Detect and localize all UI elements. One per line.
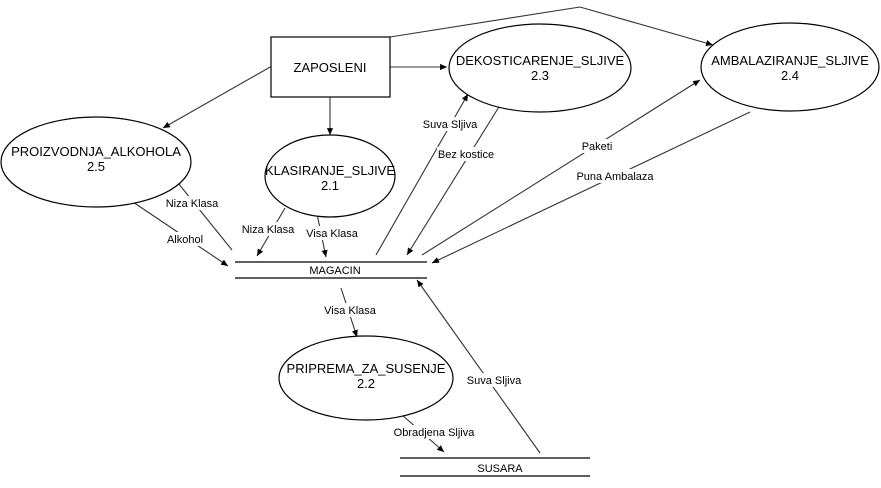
process-2-2: PRIPREMA_ZA_SUSENJE 2.2: [278, 335, 454, 421]
svg-text:Niza Klasa: Niza Klasa: [166, 198, 219, 210]
label-suva-sljiva-2-3: Suva Sljiva: [420, 117, 480, 131]
svg-text:Visa Klasa: Visa Klasa: [306, 228, 359, 240]
svg-text:Paketi: Paketi: [582, 141, 613, 153]
svg-text:Niza Klasa: Niza Klasa: [242, 224, 295, 236]
svg-text:Suva Sljiva: Suva Sljiva: [467, 375, 522, 387]
label-visa-klasa-2-1: Visa Klasa: [304, 226, 360, 240]
svg-text:DEKOSTICARENJE_SLJIVE: DEKOSTICARENJE_SLJIVE: [456, 53, 625, 68]
svg-text:ZAPOSLENI: ZAPOSLENI: [294, 60, 367, 75]
svg-text:Alkohol: Alkohol: [167, 234, 203, 246]
label-alkohol: Alkohol: [164, 232, 206, 246]
label-suva-sljiva-susara: Suva Sljiva: [464, 373, 524, 387]
svg-text:Obradjena Sljiva: Obradjena Sljiva: [394, 427, 476, 439]
svg-text:Visa Klasa: Visa Klasa: [324, 305, 377, 317]
flow-magacin-to-2-5: [173, 177, 233, 251]
svg-text:Suva Sljiva: Suva Sljiva: [423, 119, 478, 131]
store-magacin: MAGACIN: [235, 261, 427, 279]
label-paketi: Paketi: [580, 139, 614, 153]
label-niza-klasa-2-1: Niza Klasa: [240, 222, 297, 236]
flow-zaposleni-to-2-5: [162, 65, 273, 129]
flow-2-3-to-magacin: [406, 101, 503, 256]
flow-susara-to-magacin: [416, 279, 541, 454]
label-visa-klasa-2-2: Visa Klasa: [322, 303, 378, 317]
svg-text:MAGACIN: MAGACIN: [309, 265, 360, 277]
process-2-3: DEKOSTICARENJE_SLJIVE 2.3: [448, 23, 632, 113]
svg-text:SUSARA: SUSARA: [477, 463, 523, 475]
process-2-1: KLASIRANJE_SLJIVE 2.1: [264, 134, 396, 218]
label-puna-ambalaza: Puna Ambalaza: [575, 169, 656, 183]
svg-text:Puna Ambalaza: Puna Ambalaza: [576, 171, 654, 183]
svg-text:2.4: 2.4: [781, 68, 799, 83]
store-susara: SUSARA: [400, 457, 590, 477]
svg-text:2.2: 2.2: [357, 376, 375, 391]
process-2-4: AMBALAZIRANJE_SLJIVE 2.4: [700, 22, 880, 112]
entity-zaposleni: ZAPOSLENI: [270, 36, 391, 98]
flow-zaposleni-to-2-4: [389, 6, 714, 47]
label-niza-klasa-2-5: Niza Klasa: [163, 196, 221, 210]
flow-2-4-to-magacin: [431, 111, 751, 264]
svg-text:PROIZVODNJA_ALKOHOLA: PROIZVODNJA_ALKOHOLA: [11, 144, 181, 159]
label-bez-kostice: Bez kostice: [437, 147, 495, 161]
svg-text:AMBALAZIRANJE_SLJIVE: AMBALAZIRANJE_SLJIVE: [711, 53, 869, 68]
svg-text:2.5: 2.5: [87, 159, 105, 174]
svg-text:Bez kostice: Bez kostice: [438, 149, 494, 161]
svg-text:PRIPREMA_ZA_SUSENJE: PRIPREMA_ZA_SUSENJE: [287, 361, 446, 376]
svg-text:2.3: 2.3: [531, 68, 549, 83]
svg-text:KLASIRANJE_SLJIVE: KLASIRANJE_SLJIVE: [265, 163, 395, 178]
process-2-5: PROIZVODNJA_ALKOHOLA 2.5: [0, 116, 192, 208]
label-obradjena-sljiva: Obradjena Sljiva: [392, 425, 476, 439]
flow-magacin-to-2-4: [421, 79, 701, 256]
svg-text:2.1: 2.1: [321, 178, 339, 193]
